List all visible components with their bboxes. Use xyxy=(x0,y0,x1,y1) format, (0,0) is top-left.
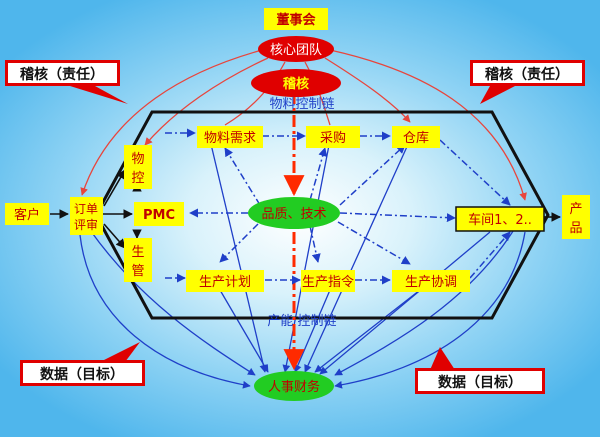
order-review-label-2: 评审 xyxy=(74,217,98,232)
board-label: 董事会 xyxy=(276,12,316,28)
material-chain-label: 物料控制链 xyxy=(269,97,334,112)
audit-right-callout[interactable]: 稽核（责任） xyxy=(470,60,585,104)
production-coord-box[interactable] xyxy=(392,270,470,292)
production-order-label: 生产指令 xyxy=(302,275,354,290)
production-mgmt-box[interactable] xyxy=(124,238,152,282)
purchasing-box[interactable] xyxy=(306,126,360,148)
purchasing-label: 采购 xyxy=(320,130,346,146)
pmc-label: PMC xyxy=(143,208,175,223)
warehouse-box[interactable] xyxy=(392,126,440,148)
black-flow-arrows xyxy=(50,169,561,249)
board-box[interactable] xyxy=(264,8,328,30)
data-left-label: 数据（目标） xyxy=(40,366,124,383)
order-review-label-1: 订单 xyxy=(74,202,98,216)
data-right-callout[interactable]: 数据（目标） xyxy=(415,347,545,394)
workshop-box[interactable] xyxy=(455,206,545,232)
production-mgmt-label-1: 生 xyxy=(131,245,144,260)
audit-left-label: 稽核（责任） xyxy=(20,66,104,83)
capacity-chain-label: 产能 控制链 xyxy=(267,314,336,329)
data-right-label: 数据（目标） xyxy=(438,374,522,391)
product-box[interactable] xyxy=(562,195,590,239)
material-demand-label: 物料需求 xyxy=(204,131,256,146)
customer-label: 客户 xyxy=(14,207,40,223)
warehouse-label: 仓库 xyxy=(403,130,429,146)
production-coord-label: 生产协调 xyxy=(405,275,457,290)
core-team-label: 核心团队 xyxy=(270,43,322,58)
material-control-label-1: 物 xyxy=(131,152,144,167)
quality-tech-node[interactable] xyxy=(248,197,340,229)
product-label-2: 品 xyxy=(569,221,582,236)
red-responsibility-lines xyxy=(80,49,527,201)
customer-box[interactable] xyxy=(5,203,49,225)
material-demand-box[interactable] xyxy=(197,126,263,148)
data-left-callout[interactable]: 数据（目标） xyxy=(20,342,145,386)
workshop-label: 车间1、2.. xyxy=(468,212,532,228)
product-label-1: 产 xyxy=(569,202,582,217)
audit-node[interactable] xyxy=(251,69,341,97)
production-plan-box[interactable] xyxy=(186,270,264,292)
audit-label: 稽核 xyxy=(283,76,309,92)
audit-right-label: 稽核（责任） xyxy=(485,66,569,83)
blue-flow-lines xyxy=(165,128,511,285)
core-team-node[interactable] xyxy=(258,36,334,62)
material-control-label-2: 控 xyxy=(131,171,144,186)
hr-finance-node[interactable] xyxy=(254,371,334,401)
production-plan-label: 生产计划 xyxy=(199,275,251,290)
audit-left-callout[interactable]: 稽核（责任） xyxy=(5,60,128,104)
order-review-box[interactable] xyxy=(70,197,103,235)
production-mgmt-label-2: 管 xyxy=(131,264,144,279)
material-control-box[interactable] xyxy=(124,145,152,189)
hr-finance-label: 人事财务 xyxy=(268,379,320,395)
production-order-box[interactable] xyxy=(301,270,355,292)
blue-data-lines xyxy=(79,139,526,389)
pmc-box[interactable] xyxy=(134,202,184,226)
quality-tech-label: 品质、技术 xyxy=(261,207,326,222)
